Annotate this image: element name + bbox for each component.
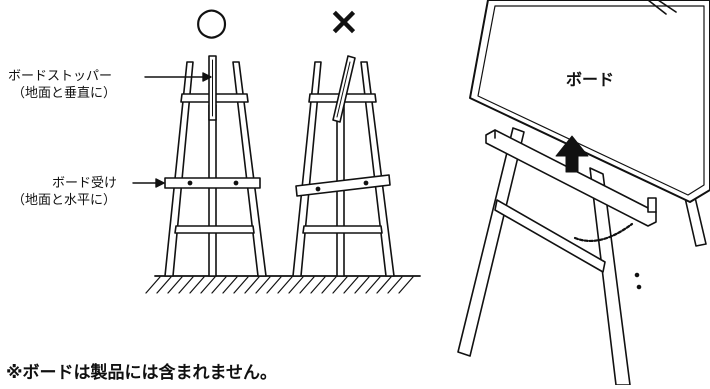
label-arrows <box>132 72 212 188</box>
ground-hatch-line <box>387 276 403 294</box>
ground-hatch-line <box>398 276 414 294</box>
ground-hatch-line <box>310 276 326 294</box>
easel-with-board <box>457 0 710 386</box>
ground-hatch-line <box>321 276 337 294</box>
ground-hatch-line <box>233 276 249 294</box>
ground-hatch-line <box>244 276 260 294</box>
stopper-sublabel: （地面と垂直に） <box>12 86 117 101</box>
ground-hatch-line <box>189 276 205 294</box>
footnote: ※ボードは製品には含まれません。 <box>6 363 278 383</box>
ground-hatch-line <box>343 276 359 294</box>
ground-hatch-line <box>145 276 161 294</box>
ground-hatch-line <box>178 276 194 294</box>
easel-correct <box>164 55 267 277</box>
holder-sublabel: （地面と水平に） <box>12 193 117 208</box>
stopper-label: ボードストッパー <box>8 69 113 84</box>
ground-hatch-line <box>365 276 381 294</box>
ground-hatch-line <box>156 276 172 294</box>
ground-hatch-line <box>332 276 348 294</box>
easel-incorrect <box>292 55 395 277</box>
ground-hatch-line <box>222 276 238 294</box>
ground-hatch-line <box>288 276 304 294</box>
ground-hatch-line <box>376 276 392 294</box>
ground-hatch-line <box>277 276 293 294</box>
holder-label: ボード受け <box>52 176 118 191</box>
ground-hatch-line <box>200 276 216 294</box>
ground-hatch-line <box>354 276 370 294</box>
ground-hatch-line <box>211 276 227 294</box>
board-label: ボード <box>566 70 615 89</box>
ground-hatch-line <box>167 276 183 294</box>
ground-hatch-line <box>266 276 282 294</box>
ground-hatch-line <box>255 276 271 294</box>
correct-mark: ○ <box>195 0 229 43</box>
ground-hatch-line <box>299 276 315 294</box>
ground <box>145 275 421 294</box>
incorrect-mark: × <box>328 0 360 43</box>
